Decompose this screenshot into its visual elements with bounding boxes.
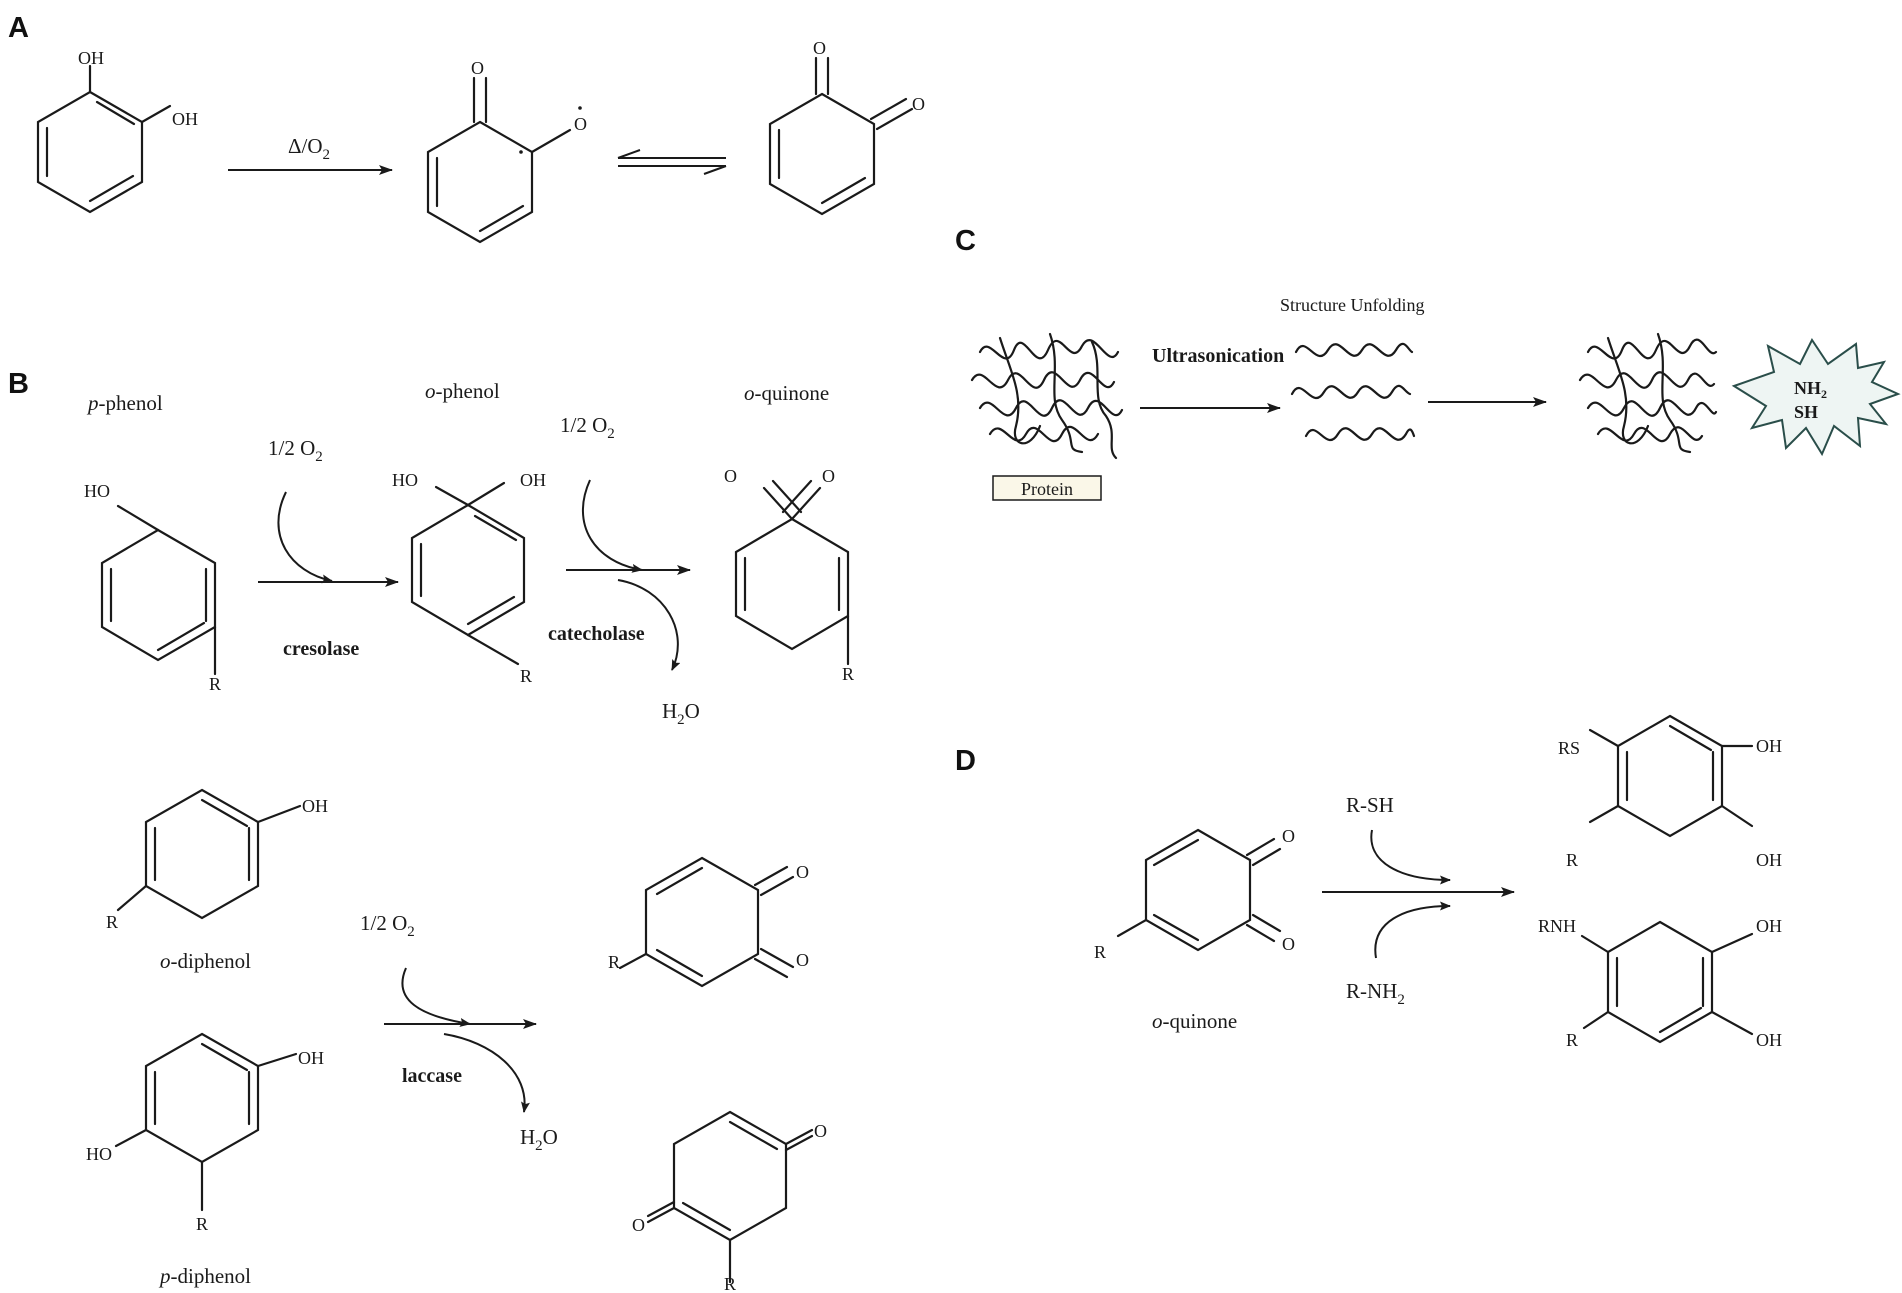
p-quinone-laccase-product-structure: O O R: [632, 1110, 827, 1293]
water-label: H2O: [662, 699, 700, 728]
p-phenol-structure: HO R: [84, 481, 221, 694]
oxygen-reagent-label: 1/2 O2: [560, 413, 615, 442]
curved-arrow: [277, 491, 333, 584]
oh-label: OH: [298, 1048, 324, 1068]
condition-label: Δ/O2: [288, 134, 330, 163]
oxygen-label: O: [813, 38, 826, 58]
r-label: R: [1566, 850, 1578, 870]
curved-arrow: [581, 479, 643, 573]
r-label: R: [842, 664, 854, 684]
p-diphenol-title: p-diphenol: [158, 1264, 251, 1288]
folded-protein-icon: [1578, 332, 1718, 454]
curved-arrow: [617, 579, 681, 671]
panel-label-b: B: [8, 368, 29, 400]
equilibrium-arrows: [617, 149, 727, 175]
folded-protein-icon: [970, 332, 1124, 460]
r-label: R: [724, 1274, 736, 1293]
oh-label: OH: [1756, 850, 1782, 870]
o-quinone-title: o-quinone: [744, 381, 829, 405]
curved-arrow: [1374, 901, 1451, 959]
oh-label: OH: [1756, 916, 1782, 936]
r-label: R: [196, 1214, 208, 1234]
panel-c: Structure Unfolding Protein Ultrasonicat…: [970, 295, 1901, 501]
oh-label: OH: [520, 470, 546, 490]
o-quinone-reactant-structure: O O R: [1094, 826, 1295, 962]
o-diphenol-title: o-diphenol: [160, 949, 251, 973]
water-label: H2O: [520, 1125, 558, 1154]
oh-label: OH: [1756, 736, 1782, 756]
oxygen-label: O: [471, 58, 484, 78]
amine-group-label: NH2: [1794, 378, 1827, 401]
semiquinone-radical-structure: O O: [426, 58, 587, 244]
structure-unfolding-label: Structure Unfolding: [1280, 295, 1424, 315]
curved-arrow: [1370, 829, 1451, 885]
ho-label: HO: [392, 470, 418, 490]
rnh-label: RNH: [1538, 916, 1576, 936]
enzyme-label-laccase: laccase: [402, 1065, 462, 1087]
oh-label: OH: [172, 109, 198, 129]
panel-label-d: D: [955, 745, 976, 777]
oxygen-label: O: [574, 114, 587, 134]
ho-label: HO: [86, 1144, 112, 1164]
panel-d: O O R o-quinone R-SH R-NH2 RS R OH OH: [1094, 714, 1782, 1050]
thiol-adduct-product-structure: RS R OH OH: [1558, 714, 1782, 870]
ho-label: HO: [84, 481, 110, 501]
panel-a: OH OH Δ/O2 O O: [36, 38, 925, 244]
oxygen-label: O: [814, 1121, 827, 1141]
catechol-structure: OH OH: [36, 48, 198, 214]
o-quinone-label: o-quinone: [1152, 1009, 1237, 1033]
r-label: R: [1094, 942, 1106, 962]
unfolded-protein-strands-icon: [1290, 342, 1416, 442]
o-quinone-structure: O O: [768, 38, 925, 216]
p-phenol-title: p-phenol: [86, 391, 163, 415]
o-phenol-structure: HO OH R: [392, 470, 546, 686]
amine-adduct-product-structure: RNH R OH OH: [1538, 916, 1782, 1050]
protein-label-box: [992, 475, 1102, 501]
curved-arrow: [443, 1033, 530, 1113]
panel-label-a: A: [8, 12, 29, 44]
oxygen-label: O: [822, 466, 835, 486]
p-diphenol-structure: OH HO R: [86, 1032, 324, 1234]
enzyme-label-catecholase: catecholase: [548, 623, 645, 645]
exposed-groups-starburst-icon: [1731, 338, 1901, 457]
oh-label: OH: [302, 796, 328, 816]
oh-label: OH: [78, 48, 104, 68]
oxygen-reagent-label: 1/2 O2: [268, 436, 323, 465]
enzyme-label-cresolase: cresolase: [283, 638, 359, 660]
o-quinone-laccase-product-structure: O O R: [608, 856, 809, 988]
amine-reagent-label: R-NH2: [1346, 979, 1405, 1008]
thiol-group-label: SH: [1794, 402, 1818, 422]
r-label: R: [209, 674, 221, 694]
thiol-reagent-label: R-SH: [1346, 793, 1394, 817]
oxygen-label: O: [1282, 826, 1295, 846]
oxygen-label: O: [724, 466, 737, 486]
protein-label: Protein: [1021, 479, 1073, 499]
oxygen-reagent-label: 1/2 O2: [360, 911, 415, 940]
curved-arrow: [401, 967, 471, 1027]
rs-label: RS: [1558, 738, 1580, 758]
o-quinone-product-structure: O O R: [724, 466, 854, 684]
oxygen-label: O: [1282, 934, 1295, 954]
oxygen-label: O: [632, 1215, 645, 1235]
r-label: R: [608, 952, 620, 972]
oh-label: OH: [1756, 1030, 1782, 1050]
o-diphenol-structure: OH R: [106, 788, 328, 932]
oxygen-label: O: [796, 950, 809, 970]
o-phenol-title: o-phenol: [425, 379, 500, 403]
r-label: R: [520, 666, 532, 686]
ultrasonication-label: Ultrasonication: [1152, 345, 1284, 367]
panel-b: p-phenol o-phenol o-quinone HO R 1/2 O2 …: [84, 379, 854, 1293]
oxygen-label: O: [912, 94, 925, 114]
oxygen-label: O: [796, 862, 809, 882]
r-label: R: [1566, 1030, 1578, 1050]
r-label: R: [106, 912, 118, 932]
panel-label-c: C: [955, 225, 976, 257]
